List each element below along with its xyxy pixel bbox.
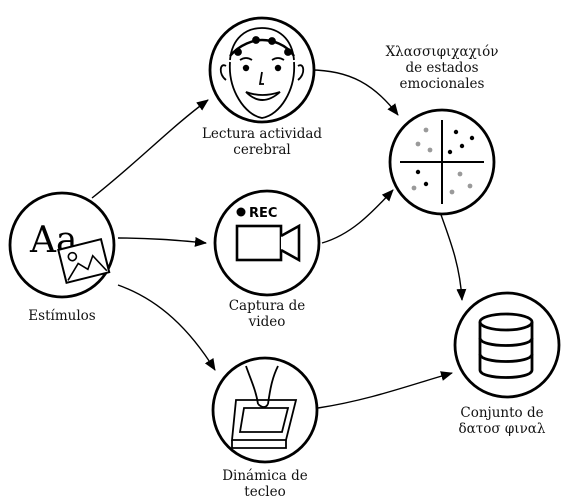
edge-stimuli-eeg — [91, 99, 209, 199]
connectors — [91, 69, 467, 409]
rec-text: REC — [249, 206, 277, 221]
scatter-quadrant-icon — [400, 120, 484, 204]
edge-stimuli-typing — [117, 284, 216, 371]
stimuli-label-text: Estímulos — [28, 308, 96, 324]
typing-label-line-2: tecleo — [244, 484, 286, 500]
typing-label-line-1: Dinámica de — [222, 468, 308, 484]
rec-dot — [236, 207, 246, 217]
eeg-label-line-1: Lectura actividad — [201, 126, 323, 142]
eeg-label-line-2: cerebral — [233, 142, 291, 158]
dataset-label-line-1: Conjunto de — [460, 405, 544, 421]
dataset-label: Conjunto de δατοσ φιναλ — [444, 405, 560, 437]
classification-label-line-3: emocionales — [399, 76, 485, 92]
video-camera-icon: REC — [235, 206, 301, 263]
classification-label-line-1: Χλασσιφιχαχιόν — [385, 44, 499, 60]
dataset-label-line-2: δατοσ φιναλ — [458, 421, 546, 437]
classification-label: Χλασσιφιχαχιόν de estados emocionales — [372, 44, 512, 92]
video-label-line-2: video — [248, 314, 286, 330]
eeg-label: Lectura actividad cerebral — [192, 126, 332, 158]
stimuli-icon: Aa — [29, 220, 111, 285]
video-label: Captura de video — [212, 298, 322, 330]
stimuli-label: Estímulos — [12, 308, 112, 324]
image-icon — [57, 238, 111, 285]
classification-label-line-2: de estados — [405, 60, 479, 76]
typing-key-icon — [231, 365, 298, 449]
typing-label: Dinámica de tecleo — [205, 468, 325, 500]
edge-eeg-classification — [309, 69, 399, 116]
edge-stimuli-video — [117, 236, 207, 247]
video-label-line-1: Captura de — [228, 298, 306, 314]
database-icon — [478, 312, 534, 379]
brain-sensor-head-icon — [219, 27, 305, 119]
edge-typing-dataset — [317, 371, 453, 409]
edge-video-classification — [321, 189, 394, 244]
eeg-node — [208, 16, 316, 124]
edge-classification-dataset — [439, 211, 467, 301]
